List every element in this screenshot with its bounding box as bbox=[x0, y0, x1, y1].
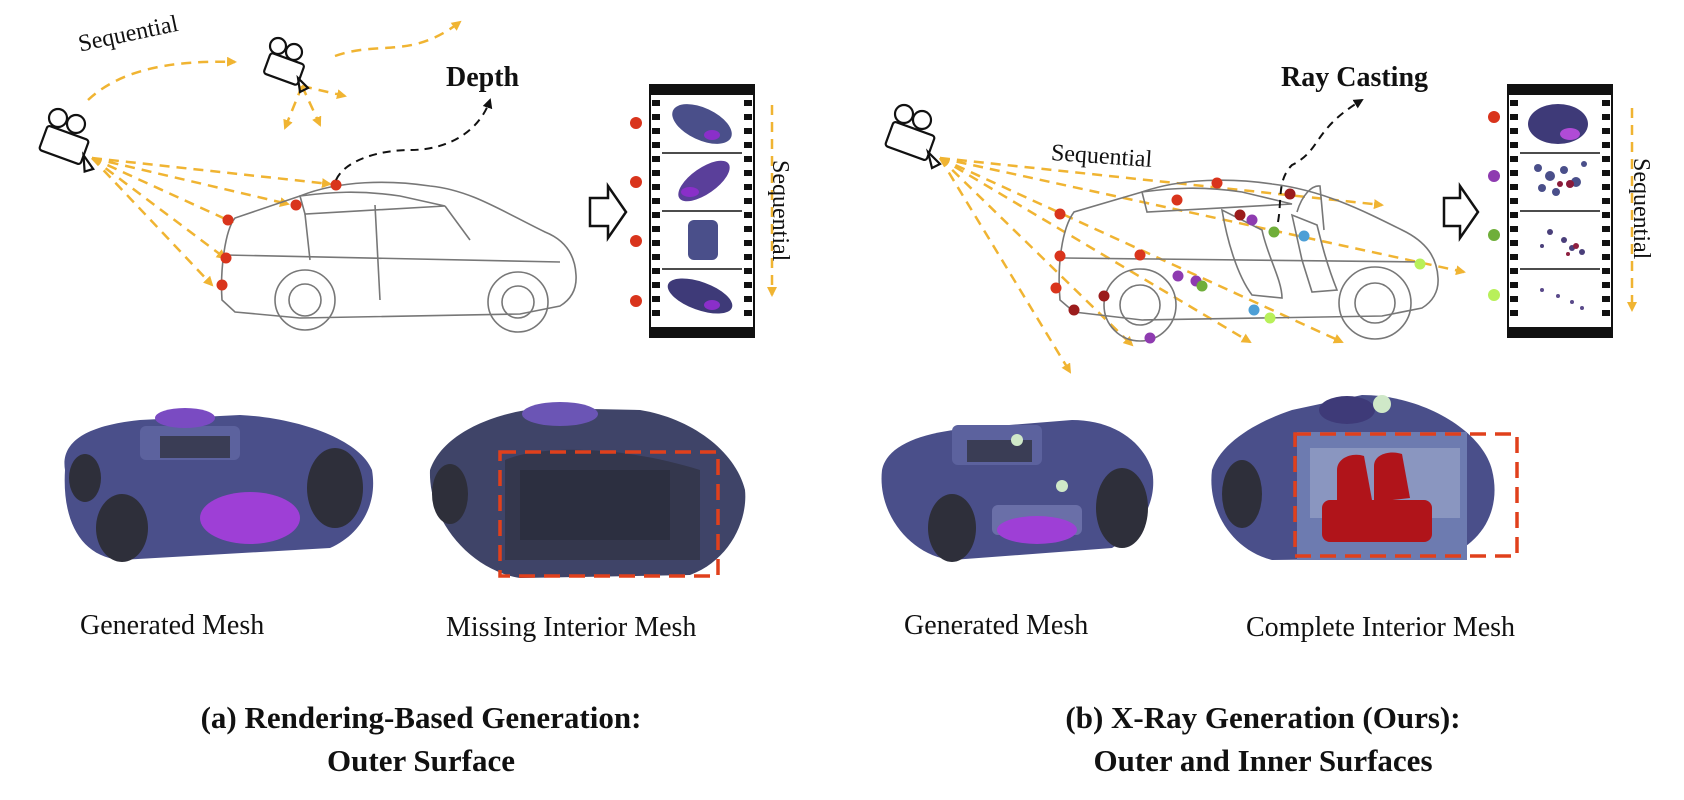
camera-icon bbox=[38, 107, 95, 173]
film-strip-icon bbox=[649, 84, 755, 338]
depth-arrow bbox=[335, 98, 493, 181]
complete-interior-mesh bbox=[1211, 395, 1495, 560]
car-outline bbox=[220, 181, 577, 333]
operation-label: Ray Casting bbox=[1281, 62, 1429, 93]
red-interior-seats bbox=[1322, 452, 1432, 542]
film-frame-dots bbox=[630, 117, 642, 307]
panel-a-diagram bbox=[38, 20, 777, 578]
panel-a-caption-line2: Outer Surface bbox=[327, 743, 515, 778]
camera-icon bbox=[263, 36, 310, 94]
panel-b-caption: (b) X-Ray Generation (Ours): Outer and I… bbox=[842, 696, 1684, 782]
camera-icon bbox=[884, 103, 942, 170]
operation-label: Depth bbox=[446, 62, 520, 93]
generated-mesh-caption: Generated Mesh bbox=[904, 610, 1089, 641]
camera-rays bbox=[91, 156, 332, 287]
missing-interior-mesh bbox=[429, 402, 746, 578]
ray-hit-points bbox=[1050, 177, 1426, 344]
missing-interior-mesh-caption: Missing Interior Mesh bbox=[446, 612, 697, 643]
panel-b-caption-line2: Outer and Inner Surfaces bbox=[1093, 743, 1433, 778]
film-frame-renders bbox=[667, 104, 733, 314]
depth-hit-points bbox=[216, 179, 342, 291]
generated-mesh bbox=[64, 408, 374, 562]
complete-interior-highlight-box bbox=[1293, 432, 1519, 558]
panel-rendering-based: Sequential Depth Sequential Generated Me… bbox=[0, 11, 842, 782]
panel-a-caption: (a) Rendering-Based Generation: Outer Su… bbox=[0, 696, 842, 782]
generated-mesh bbox=[881, 420, 1154, 562]
film-sequential-label: Sequential bbox=[767, 160, 793, 262]
film-frame-dots bbox=[1488, 111, 1500, 301]
right-arrow-icon bbox=[1442, 181, 1480, 243]
panel-b-caption-line1: (b) X-Ray Generation (Ours): bbox=[1065, 700, 1461, 735]
film-strip-icon bbox=[1507, 84, 1613, 338]
panel-xray: Sequential Ray Casting Sequential Genera… bbox=[842, 0, 1684, 800]
panel-b-diagram bbox=[881, 84, 1637, 562]
generated-mesh-caption: Generated Mesh bbox=[80, 610, 265, 641]
right-arrow-icon bbox=[588, 181, 628, 243]
car-outline-with-interior bbox=[1058, 179, 1439, 342]
panel-a-caption-line1: (a) Rendering-Based Generation: bbox=[200, 700, 642, 735]
film-sequential-label: Sequential bbox=[1628, 158, 1654, 260]
ray-casting-arrow bbox=[1277, 98, 1364, 223]
missing-interior-highlight-box bbox=[498, 450, 720, 578]
complete-interior-mesh-caption: Complete Interior Mesh bbox=[1246, 612, 1516, 643]
camera-rays bbox=[938, 156, 1466, 374]
film-frame-layers bbox=[1528, 104, 1588, 310]
